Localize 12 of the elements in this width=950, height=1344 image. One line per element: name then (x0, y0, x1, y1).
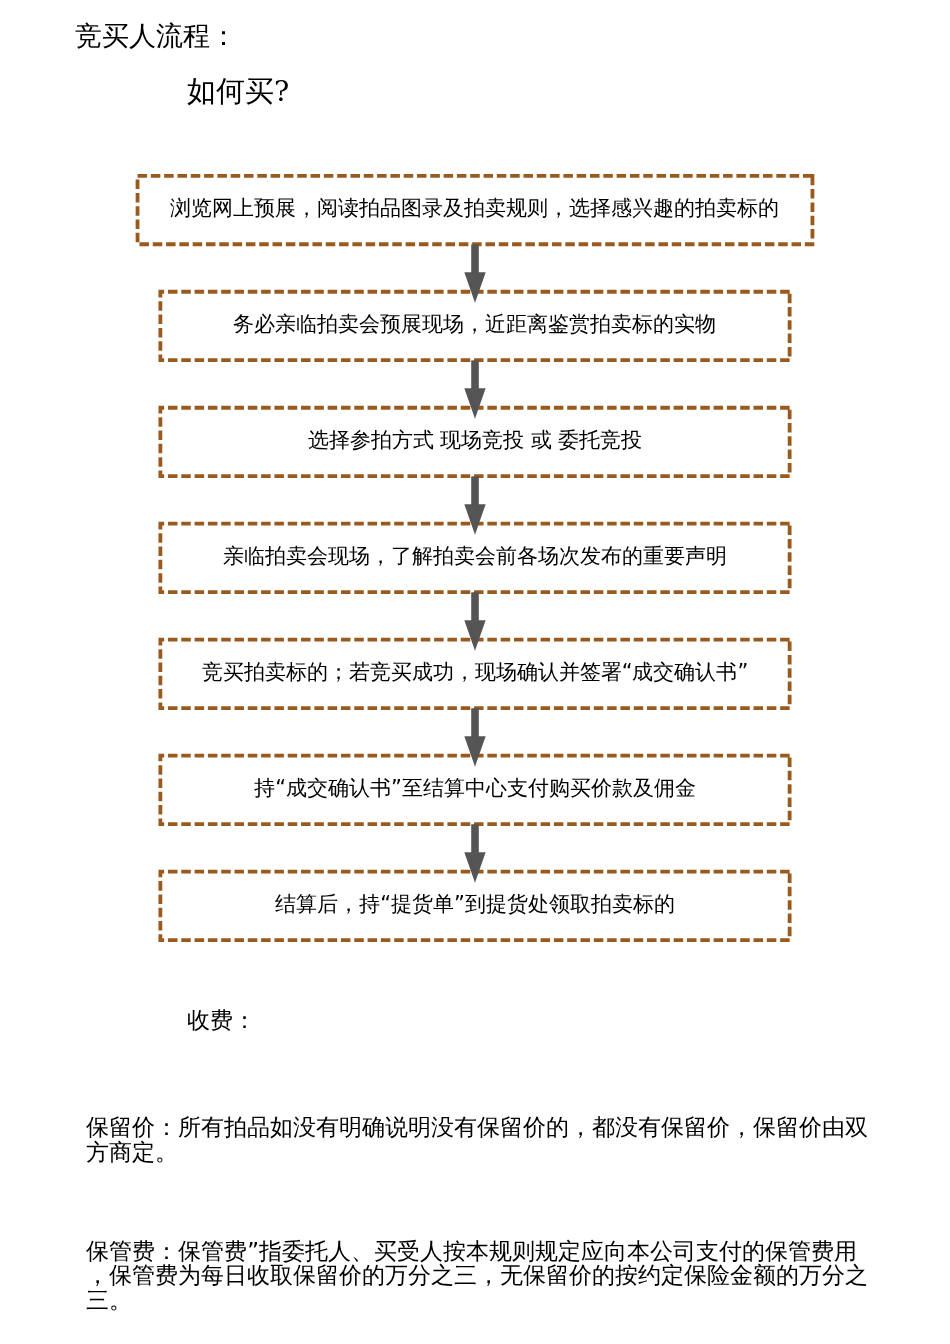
label: 收费： (186, 1006, 256, 1033)
diagram-title: 竞买人流程： (74, 20, 237, 52)
node-box: 竞买拍卖标的；若竞买成功，现场确认并签署“成交确认书” (158, 637, 792, 710)
label: 保管费：保管费”指委托人、买受人按本规则规定应向本公司支付的保管费用，保管费为每日收取保留价的万分之三，无保留价的按约定保险金额的万分之三。 (86, 1237, 869, 1314)
node-box: 选择参拍方式 现场竞投 或 委托竞投 (158, 405, 792, 479)
label: 保留价：所有拍品如没有明确说明没有保留价的，都没有保留价，保留价由双方商定。 (86, 1114, 869, 1165)
node-box: 浏览网上预展，阅读拍品图录及拍卖规则，选择感兴趣的拍卖标的 (135, 173, 815, 247)
node-box: 持“成交确认书”至结算中心支付购买价款及佣金 (158, 753, 792, 826)
node-box: 亲临拍卖会现场，了解拍卖会前各场次发布的重要声明 (158, 521, 792, 595)
label: 如何买? (186, 74, 290, 108)
node-box: 务必亲临拍卖会预展现场，近距离鉴赏拍卖标的实物 (158, 289, 792, 363)
node-box: 结算后，持“提货单”到提货处领取拍卖标的 (158, 869, 792, 942)
